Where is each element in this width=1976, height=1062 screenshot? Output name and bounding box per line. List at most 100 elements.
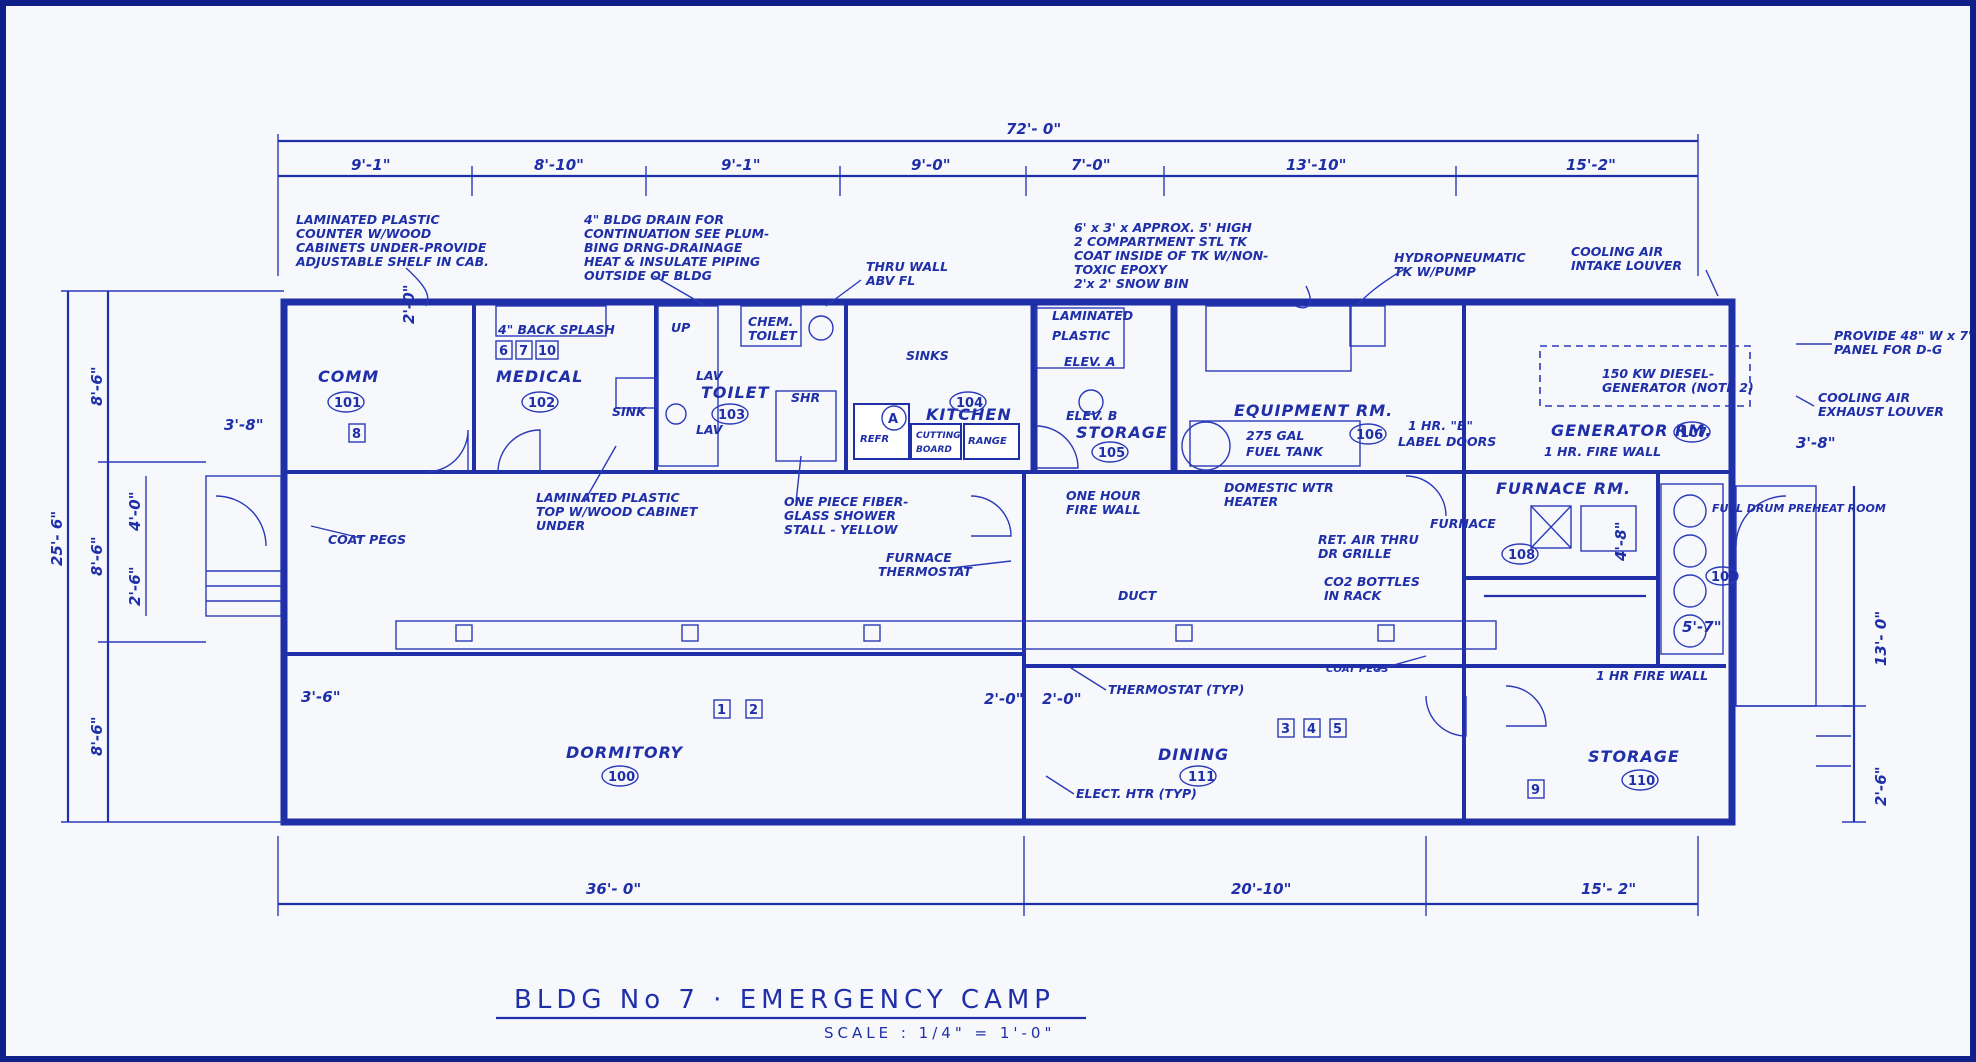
note-line: CHEM.	[748, 314, 793, 329]
room-name: TOILET	[701, 383, 770, 402]
note-thru-wall: THRU WALL ABV FL	[865, 259, 948, 288]
room-name: GENERATOR RM.	[1551, 421, 1712, 440]
room-medical: MEDICAL 102	[496, 367, 583, 413]
dim-bottom-1: 36'- 0"	[586, 880, 641, 898]
room-name: FURNACE RM.	[1496, 479, 1631, 498]
room-number: 109	[1711, 570, 1738, 585]
right-dimension-lines	[1842, 486, 1866, 823]
room-number: 108	[1508, 548, 1535, 563]
note-refr: REFR	[860, 434, 889, 445]
dim-left-small-1: 4'-0"	[126, 491, 144, 532]
room-number: 103	[718, 408, 745, 423]
equipment-tag: 9	[1531, 783, 1540, 798]
dim-left-overall: 25'- 6"	[48, 511, 66, 566]
room-name: DORMITORY	[566, 743, 683, 762]
note-line: FUEL TANK	[1246, 444, 1324, 459]
note-provide-panel: PROVIDE 48" W x 7' PANEL FOR D-G	[1834, 328, 1970, 357]
left-dimension-lines	[61, 290, 284, 823]
note-cooling-intake: COOLING AIR INTAKE LOUVER	[1571, 244, 1682, 273]
doors	[215, 425, 1787, 737]
note-line: UNDER	[536, 518, 585, 533]
note-line: EXHAUST LOUVER	[1818, 404, 1944, 419]
note-line: 2'x 2' SNOW BIN	[1074, 276, 1189, 291]
room-name: STORAGE	[1588, 747, 1680, 766]
note-cooling-exhaust: COOLING AIR EXHAUST LOUVER	[1818, 390, 1944, 419]
room-comm: COMM 101	[318, 367, 378, 413]
note-chem-toilet: CHEM. TOILET	[748, 314, 798, 343]
room-number: 111	[1188, 770, 1215, 785]
note-line: COAT INSIDE OF TK W/NON-	[1074, 248, 1268, 263]
equipment-tag: 5	[1333, 722, 1342, 737]
note-line: TK W/PUMP	[1394, 264, 1476, 279]
note-shr: SHR	[791, 390, 820, 405]
note-sink: SINK	[612, 404, 647, 419]
note-line: BING DRNG-DRAINAGE	[584, 240, 743, 255]
note-elev-b: ELEV. B	[1066, 408, 1117, 423]
note-line: HYDROPNEUMATIC	[1394, 250, 1527, 265]
note-line: THRU WALL	[866, 259, 948, 274]
note-line: GENERATOR (NOTE 2)	[1602, 380, 1754, 395]
note-tank-spec: 6' x 3' x APPROX. 5' HIGH 2 COMPARTMENT …	[1074, 220, 1268, 291]
note-shower-stall: ONE PIECE FIBER- GLASS SHOWER STALL - YE…	[784, 494, 908, 537]
room-equipment: EQUIPMENT RM. 106	[1234, 401, 1393, 445]
note-domestic-heater: DOMESTIC WTR HEATER	[1224, 480, 1334, 509]
note-line: COUNTER W/WOOD	[296, 226, 431, 241]
note-line: COOLING AIR	[1571, 244, 1663, 259]
note-co2-bottles: CO2 BOTTLES IN RACK	[1324, 574, 1420, 603]
dim-small-dorm-2: 2'-0"	[984, 690, 1024, 708]
dim-small-furnace: 4'-8"	[1612, 521, 1630, 562]
dim-top-7: 15'-2"	[1566, 156, 1616, 174]
room-name: MEDICAL	[496, 367, 583, 386]
note-ret-air: RET. AIR THRU DR GRILLE	[1318, 532, 1419, 561]
note-line: COOLING AIR	[1818, 390, 1910, 405]
room-generator: GENERATOR RM. 107	[1551, 421, 1712, 443]
leader-lines	[310, 267, 1832, 795]
dim-stair-left: 3'-8"	[224, 416, 264, 434]
stairs	[205, 475, 1851, 767]
note-line: LAMINATED PLASTIC	[296, 212, 440, 227]
dim-right-1: 13'- 0"	[1872, 611, 1890, 666]
fixtures	[495, 305, 1751, 655]
dim-small-dining: 2'-0"	[1042, 690, 1082, 708]
note-range: RANGE	[968, 436, 1007, 447]
room-kitchen: KITCHEN 104	[926, 391, 1011, 424]
room-number: 106	[1356, 428, 1383, 443]
room-number: 102	[528, 396, 555, 411]
room-name: EQUIPMENT RM.	[1234, 401, 1393, 420]
dim-stair-right: 3'-8"	[1796, 434, 1836, 452]
note-line: 2 COMPARTMENT STL TK	[1074, 234, 1248, 249]
note-line: ABV FL	[865, 273, 915, 288]
floor-plan-drawing: 72'- 0" 9'-1" 8'-10" 9'-1" 9'-0" 7'-0" 1…	[48, 120, 1970, 1042]
note-coat-pegs-2: COAT PEGS	[1326, 664, 1389, 675]
note-line: FURNACE	[886, 550, 952, 565]
room-name: DINING	[1158, 745, 1229, 764]
equipment-tag: 10	[538, 344, 556, 359]
note-line: 1 HR. "B"	[1408, 418, 1473, 433]
interior-walls	[284, 302, 1732, 822]
room-dormitory: DORMITORY 100	[566, 743, 683, 787]
note-line: ONE HOUR	[1066, 488, 1141, 503]
note-laminated-counter: LAMINATED PLASTIC COUNTER W/WOOD CABINET…	[295, 212, 489, 269]
note-line: GLASS SHOWER	[784, 508, 896, 523]
note-elev-a: ELEV. A	[1064, 354, 1116, 369]
note-line: CO2 BOTTLES	[1324, 574, 1420, 589]
equipment-tag: 3	[1281, 722, 1290, 737]
note-thermostat-typ: THERMOSTAT (TYP)	[1108, 682, 1244, 697]
equipment-tags: 8 6 7 10 1 2 3 4 5 9	[348, 340, 1545, 799]
exterior-walls	[280, 298, 1736, 826]
note-line: BOARD	[916, 445, 952, 455]
note-one-hour-fire-wall: ONE HOUR FIRE WALL	[1066, 488, 1141, 517]
room-number: 101	[334, 396, 361, 411]
room-furnace: FURNACE RM. 108	[1496, 479, 1631, 565]
note-line: LAMINATED	[1052, 308, 1133, 323]
note-laminated-top: LAMINATED PLASTIC TOP W/WOOD CABINET UND…	[536, 490, 699, 533]
bottom-dimension-lines	[277, 836, 1699, 916]
equipment-tag: 6	[499, 344, 508, 359]
dim-small-dorm: 3'-6"	[301, 688, 341, 706]
note-line: INTAKE LOUVER	[1571, 258, 1682, 273]
note-generator: 150 KW DIESEL- GENERATOR (NOTE 2)	[1602, 366, 1754, 395]
room-storage-105: STORAGE 105	[1076, 423, 1167, 463]
dim-top-1: 9'-1"	[351, 156, 391, 174]
note-line: OUTSIDE OF BLDG	[584, 268, 712, 283]
